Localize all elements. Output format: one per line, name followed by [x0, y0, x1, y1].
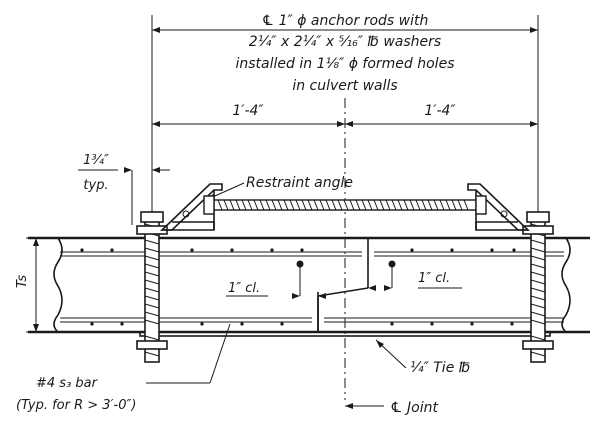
anchor-rod-note-line-1: ℄ 1″ ϕ anchor rods with [262, 13, 429, 29]
left-anchor-rod [136, 211, 168, 363]
right-anchor-rod [522, 211, 554, 363]
anchor-rod-note: ℄ 1″ ϕ anchor rods with 2¼″ x 2¼″ x ⁵⁄₁₆… [236, 13, 455, 94]
threaded-tie-rod [203, 195, 487, 215]
anchor-rod-note-line-2: 2¼″ x 2¼″ x ⁵⁄₁₆″ ℔ washers [249, 34, 441, 50]
restraint-angle-callout: Restraint angle [205, 175, 353, 201]
clear-cover-left: 1″ cl. [226, 264, 326, 299]
clear-cover-left-label: 1″ cl. [228, 281, 260, 296]
reinforcing-bars [60, 248, 564, 326]
anchor-rod-span-dimension [151, 15, 539, 215]
tie-plate-callout: ¼″ Tie ℔ [375, 339, 470, 376]
dim-left-label: 1′-4″ [232, 103, 264, 119]
joint-callout: ℄ Joint [345, 400, 438, 416]
clear-cover-right-label: 1″ cl. [418, 271, 450, 286]
dim-right-label: 1′-4″ [424, 103, 456, 119]
edge-dim-typ: typ. [83, 178, 108, 193]
bar-callout-line-1: #4 s₃ bar [36, 376, 99, 391]
edge-distance-dimension: 1¾″ typ. [78, 153, 170, 225]
bar-callout-line-2: (Typ. for R > 3′-0″) [16, 398, 136, 413]
restraint-angle-label: Restraint angle [246, 175, 353, 191]
slab-thickness-label: Ts [15, 275, 30, 288]
clear-cover-right: 1″ cl. [368, 264, 462, 291]
anchor-rod-note-line-4: in culvert walls [292, 78, 397, 94]
slab-thickness-dimension: Ts [15, 237, 46, 333]
tie-plate-label: ¼″ Tie ℔ [410, 360, 470, 376]
bar-callout: #4 s₃ bar (Typ. for R > 3′-0″) [16, 323, 231, 413]
edge-dim-value: 1¾″ [83, 153, 109, 168]
culvert-slab [28, 236, 590, 337]
joint-label: ℄ Joint [390, 400, 438, 416]
anchor-rod-note-line-3: installed in 1⅛″ ϕ formed holes [236, 56, 455, 72]
